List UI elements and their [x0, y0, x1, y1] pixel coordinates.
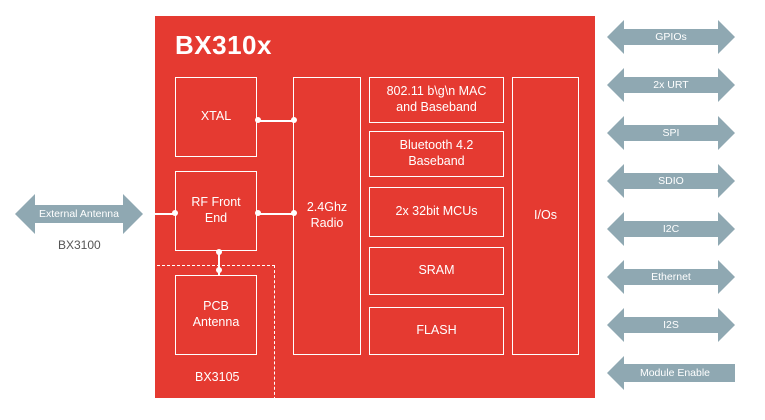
interface-arrow-icon: [607, 68, 735, 102]
chip-title: BX310x: [175, 30, 272, 60]
interface-arrow-icon: [607, 308, 735, 342]
interface-label: I2S: [663, 319, 679, 331]
interface-label: Ethernet: [651, 271, 691, 283]
interface-label: GPIOs: [655, 31, 687, 43]
external-antenna-arrow-icon: [15, 194, 143, 234]
radio-xtal-connector-dot: [291, 117, 297, 123]
interface-arrow-icon: [607, 212, 735, 246]
rf-pcb-antenna-connector: [218, 251, 220, 275]
interface-label: I2C: [662, 223, 680, 235]
rf-connector-dot: [255, 210, 261, 216]
radio-block: 2.4Ghz Radio: [293, 77, 361, 355]
pcb-top-dot: [216, 267, 222, 273]
interface-label: SDIO: [658, 175, 684, 187]
sram-block: SRAM: [369, 247, 504, 295]
ios-block: I/Os: [512, 77, 579, 355]
interface-arrow-icon: [607, 164, 735, 198]
pcb-antenna-block: PCB Antenna: [175, 275, 257, 355]
interface-arrow-icon: [607, 20, 735, 54]
interface-label: Module Enable: [639, 367, 711, 379]
mac-baseband-block: 802.11 b\g\n MAC and Baseband: [369, 77, 504, 123]
radio-rf-connector-dot: [291, 210, 297, 216]
bx3105-label: BX3105: [195, 370, 240, 384]
rf-bottom-dot: [216, 249, 222, 255]
external-antenna-label: External Antenna: [39, 208, 119, 220]
mcus-block: 2x 32bit MCUs: [369, 187, 504, 237]
chip-body: [155, 16, 595, 398]
flash-block: FLASH: [369, 307, 504, 355]
rf-front-end-block: RF Front End: [175, 171, 257, 251]
external-antenna-dot: [140, 210, 146, 216]
rf-radio-connector: [257, 213, 293, 215]
interface-arrow-icon: [607, 116, 735, 150]
bx3105-boundary-top: [157, 265, 275, 266]
bx3105-boundary-right: [274, 265, 275, 405]
rf-left-dot: [172, 210, 178, 216]
xtal-connector-dot: [255, 117, 261, 123]
bluetooth-baseband-block: Bluetooth 4.2 Baseband: [369, 131, 504, 177]
interface-label: SPI: [662, 127, 680, 139]
interface-label: 2x URT: [653, 79, 689, 91]
interface-arrow-icon: [607, 260, 735, 294]
xtal-radio-connector: [257, 120, 293, 122]
interface-arrow-icon: [607, 356, 735, 390]
xtal-block: XTAL: [175, 77, 257, 157]
bx3100-label: BX3100: [58, 238, 101, 252]
external-antenna-connector: [143, 213, 175, 215]
